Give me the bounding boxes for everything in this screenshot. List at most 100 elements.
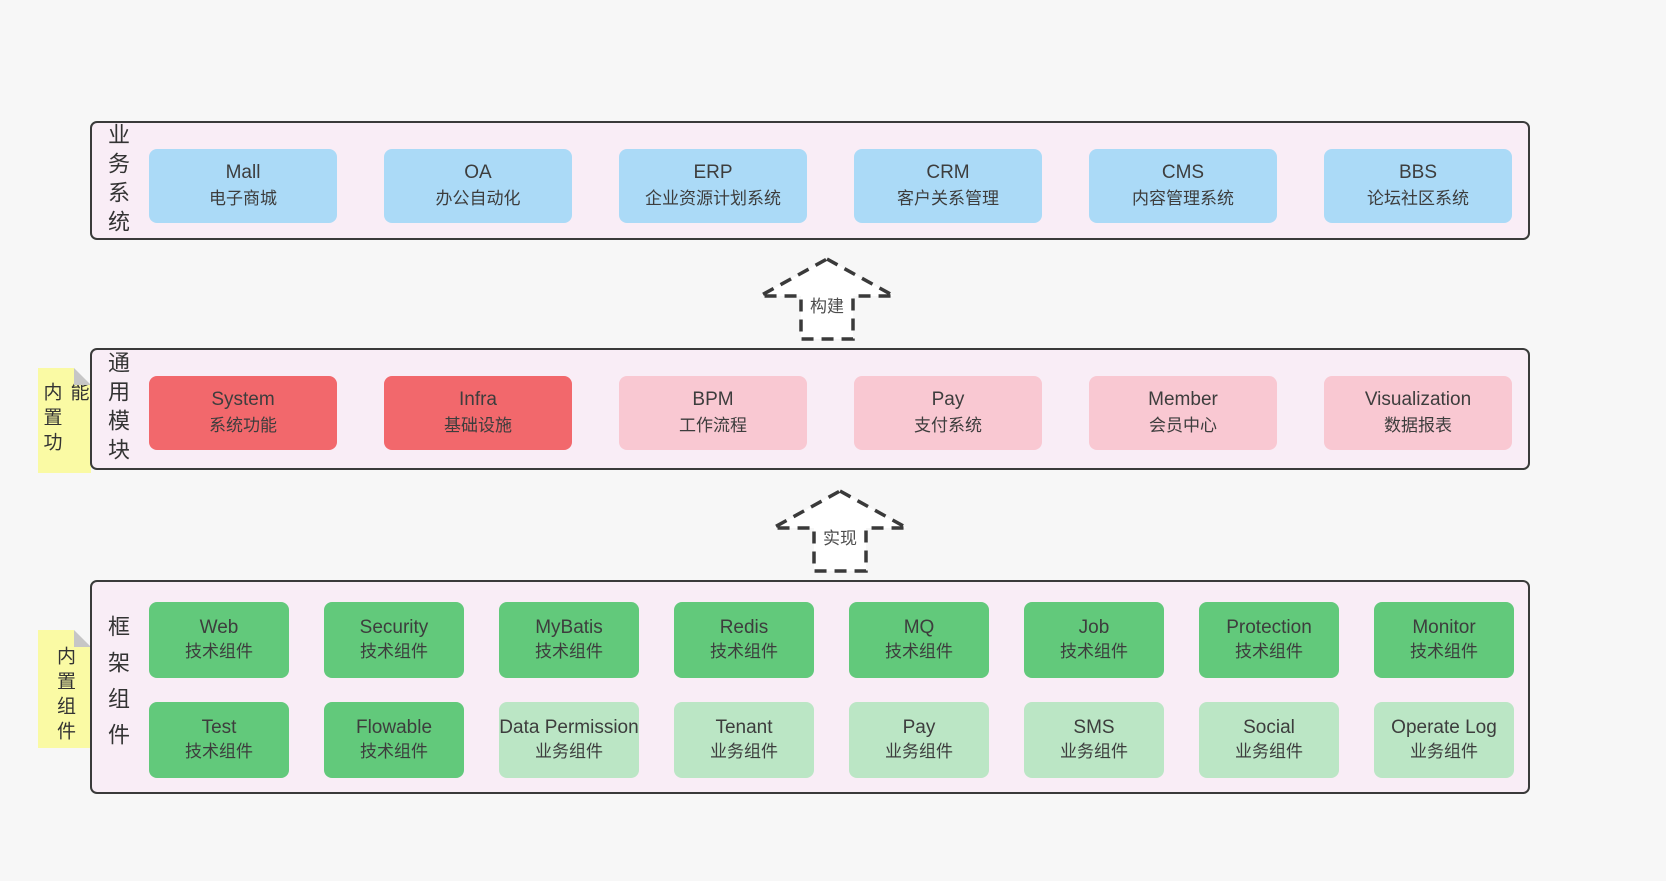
- implement-arrow-label: 实现: [823, 529, 857, 548]
- box-name: System: [211, 389, 275, 410]
- box-name: Job: [1078, 617, 1110, 638]
- box-pay-module: Pay 支付系统: [854, 376, 1042, 450]
- folded-corner-icon: [74, 368, 91, 385]
- box-social: Social 业务组件: [1199, 702, 1339, 778]
- up-arrow-icon: [772, 489, 908, 573]
- box-desc: 业务组件: [535, 742, 603, 761]
- box-redis: Redis 技术组件: [674, 602, 814, 678]
- box-bbs: BBS 论坛社区系统: [1324, 149, 1512, 223]
- box-desc: 技术组件: [185, 742, 253, 761]
- box-protection: Protection 技术组件: [1199, 602, 1339, 678]
- box-desc: 技术组件: [360, 742, 428, 761]
- box-infra: Infra 基础设施: [384, 376, 572, 450]
- box-desc: 办公自动化: [435, 189, 521, 208]
- box-desc: 业务组件: [710, 742, 778, 761]
- box-pay-component: Pay 业务组件: [849, 702, 989, 778]
- box-name: Web: [199, 617, 239, 638]
- box-monitor: Monitor 技术组件: [1374, 602, 1514, 678]
- box-name: Flowable: [355, 717, 433, 738]
- box-member: Member 会员中心: [1089, 376, 1277, 450]
- box-desc: 工作流程: [679, 416, 747, 435]
- box-name: Operate Log: [1391, 717, 1497, 738]
- sticky-note-built-in-features: 内置功能: [38, 368, 91, 473]
- sticky-label: 内置功能: [40, 382, 89, 457]
- layer-business-systems: 业务系统 Mall 电子商城 OA 办公自动化 ERP 企业资源计划系统 CRM…: [90, 121, 1530, 240]
- box-visualization: Visualization 数据报表: [1324, 376, 1512, 450]
- box-desc: 技术组件: [535, 642, 603, 661]
- build-arrow-label: 构建: [810, 297, 844, 316]
- box-desc: 论坛社区系统: [1367, 189, 1469, 208]
- box-name: Infra: [458, 389, 498, 410]
- box-tenant: Tenant 业务组件: [674, 702, 814, 778]
- box-desc: 电子商城: [209, 189, 277, 208]
- sticky-label: 内置组件: [54, 646, 75, 746]
- box-desc: 业务组件: [1410, 742, 1478, 761]
- box-crm: CRM 客户关系管理: [854, 149, 1042, 223]
- box-name: MyBatis: [535, 617, 603, 638]
- sticky-note-built-in-components: 内置组件: [38, 630, 91, 748]
- box-name: Pay: [902, 717, 936, 738]
- box-name: Mall: [225, 162, 261, 183]
- box-name: Protection: [1226, 617, 1312, 638]
- box-desc: 数据报表: [1384, 416, 1452, 435]
- box-sms: SMS 业务组件: [1024, 702, 1164, 778]
- box-desc: 基础设施: [444, 416, 512, 435]
- box-name: SMS: [1073, 717, 1115, 738]
- box-data-permission: Data Permission 业务组件: [499, 702, 639, 778]
- build-arrow: 构建: [757, 256, 897, 342]
- box-oa: OA 办公自动化: [384, 149, 572, 223]
- layer-label-common-modules: 通用模块: [105, 351, 130, 467]
- box-erp: ERP 企业资源计划系统: [619, 149, 807, 223]
- box-desc: 支付系统: [914, 416, 982, 435]
- box-desc: 内容管理系统: [1132, 189, 1234, 208]
- box-desc: 技术组件: [1410, 642, 1478, 661]
- box-desc: 技术组件: [185, 642, 253, 661]
- box-web: Web 技术组件: [149, 602, 289, 678]
- box-name: BPM: [692, 389, 734, 410]
- box-name: BBS: [1398, 162, 1438, 183]
- implement-arrow: 实现: [770, 488, 910, 574]
- box-name: MQ: [903, 617, 935, 638]
- box-name: Member: [1148, 389, 1218, 410]
- box-cms: CMS 内容管理系统: [1089, 149, 1277, 223]
- box-name: OA: [464, 162, 492, 183]
- box-desc: 业务组件: [885, 742, 953, 761]
- layer-common-modules: 通用模块 System 系统功能 Infra 基础设施 BPM 工作流程 Pay…: [90, 348, 1530, 470]
- box-desc: 业务组件: [1060, 742, 1128, 761]
- box-desc: 技术组件: [1235, 642, 1303, 661]
- layer-label-business-systems: 业务系统: [105, 122, 130, 239]
- box-desc: 业务组件: [1235, 742, 1303, 761]
- box-test: Test 技术组件: [149, 702, 289, 778]
- layer-framework-components: 框架组件 Web 技术组件 Security 技术组件 MyBatis 技术组件…: [90, 580, 1530, 794]
- box-bpm: BPM 工作流程: [619, 376, 807, 450]
- box-job: Job 技术组件: [1024, 602, 1164, 678]
- box-name: Social: [1243, 717, 1295, 738]
- box-flowable: Flowable 技术组件: [324, 702, 464, 778]
- box-desc: 技术组件: [885, 642, 953, 661]
- box-operate-log: Operate Log 业务组件: [1374, 702, 1514, 778]
- box-desc: 技术组件: [1060, 642, 1128, 661]
- box-name: Pay: [931, 389, 965, 410]
- box-name: Monitor: [1412, 617, 1476, 638]
- box-desc: 会员中心: [1149, 416, 1217, 435]
- box-name: Tenant: [715, 717, 773, 738]
- box-name: Security: [359, 617, 429, 638]
- box-name: Visualization: [1364, 389, 1472, 410]
- box-name: Data Permission: [499, 717, 639, 738]
- box-name: CMS: [1161, 162, 1205, 183]
- box-system: System 系统功能: [149, 376, 337, 450]
- box-mq: MQ 技术组件: [849, 602, 989, 678]
- box-mybatis: MyBatis 技术组件: [499, 602, 639, 678]
- box-mall: Mall 电子商城: [149, 149, 337, 223]
- box-desc: 客户关系管理: [897, 189, 999, 208]
- up-arrow-icon: [759, 257, 895, 341]
- box-desc: 技术组件: [360, 642, 428, 661]
- box-desc: 技术组件: [710, 642, 778, 661]
- box-name: CRM: [926, 162, 970, 183]
- box-desc: 企业资源计划系统: [645, 189, 781, 208]
- box-name: Test: [201, 717, 237, 738]
- box-name: Redis: [719, 617, 769, 638]
- layer-label-framework-components: 框架组件: [105, 615, 130, 759]
- box-security: Security 技术组件: [324, 602, 464, 678]
- box-desc: 系统功能: [209, 416, 277, 435]
